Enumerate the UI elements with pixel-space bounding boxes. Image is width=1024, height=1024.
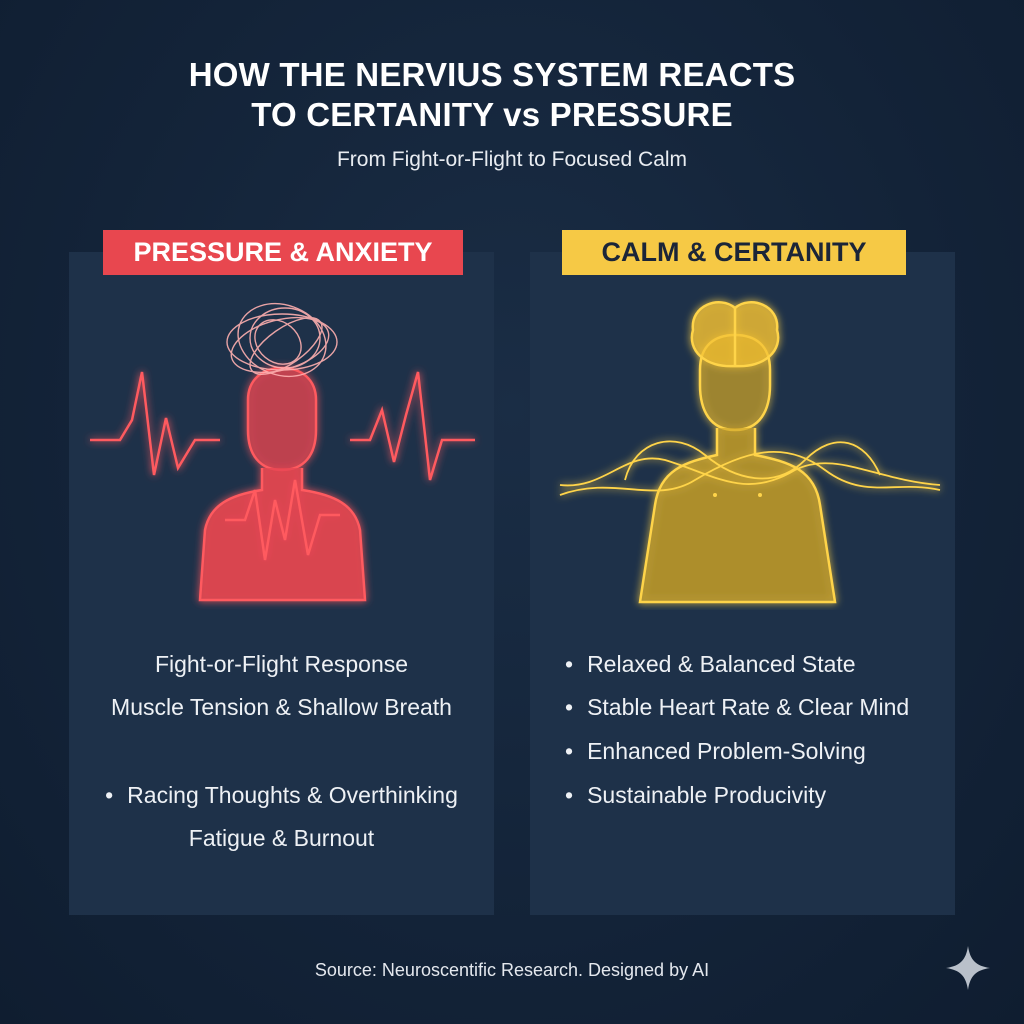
item-text: Fight-or-Flight Response xyxy=(154,651,409,677)
list-item: Fatigue & Burnout xyxy=(69,825,494,852)
list-item: Fight-or-Flight Response xyxy=(69,651,494,678)
item-text: Enhanced Problem-Solving xyxy=(587,738,866,764)
list-item: • Racing Thoughts & Overthinking xyxy=(69,782,494,809)
list-item: • Stable Heart Rate & Clear Mind xyxy=(565,694,909,721)
calm-label: CALM & CERTANITY xyxy=(562,230,906,275)
calm-person-brain-icon xyxy=(559,301,941,604)
item-text: Stable Heart Rate & Clear Mind xyxy=(587,694,910,720)
list-item: • Sustainable Producivity xyxy=(565,782,826,809)
bullet: • xyxy=(565,782,574,808)
list-item: • Enhanced Problem-Solving xyxy=(565,738,866,765)
item-text: Relaxed & Balanced State xyxy=(587,651,856,677)
item-text: Fatigue & Burnout xyxy=(188,825,375,851)
sparkle-icon xyxy=(946,946,990,990)
anxious-person-heartbeat-icon xyxy=(90,302,475,602)
item-text: Sustainable Producivity xyxy=(587,782,827,808)
pressure-label: PRESSURE & ANXIETY xyxy=(103,230,463,275)
list-item: • Relaxed & Balanced State xyxy=(565,651,856,678)
bullet: • xyxy=(565,694,574,720)
title-line-1: HOW THE NERVIUS SYSTEM REACTS xyxy=(188,56,796,93)
item-text: Muscle Tension & Shallow Breath xyxy=(111,694,452,720)
title-line-2: TO CERTANITY vs PRESSURE xyxy=(251,96,733,133)
list-item: Muscle Tension & Shallow Breath xyxy=(69,694,494,721)
bullet: • xyxy=(565,651,574,677)
item-text: Racing Thoughts & Overthinking xyxy=(127,782,458,808)
bullet: • xyxy=(565,738,574,764)
source-footer: Source: Neuroscentific Research. Designe… xyxy=(314,960,710,980)
subtitle: From Fight-or-Flight to Focused Calm xyxy=(336,148,688,171)
bullet: • xyxy=(105,782,114,808)
